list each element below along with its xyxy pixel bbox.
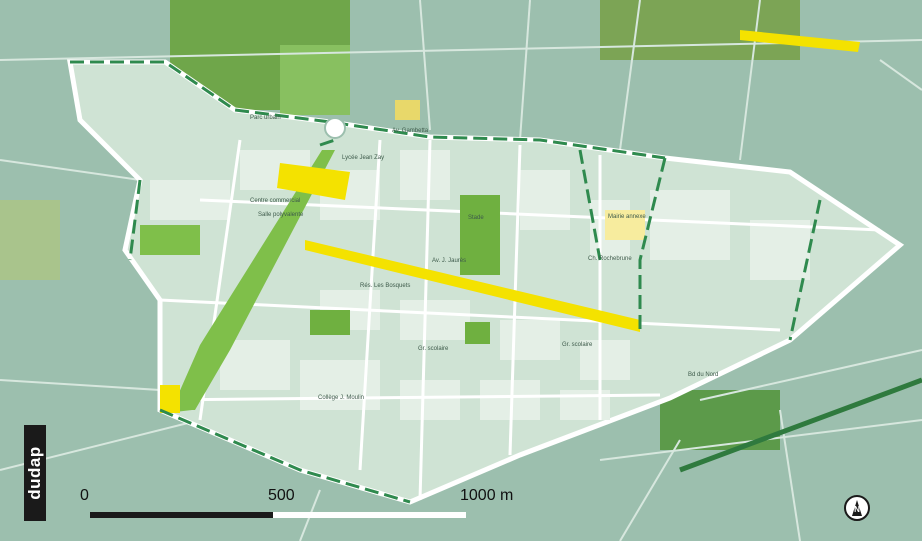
highlight-avenue: [305, 240, 640, 332]
park-central: [460, 195, 500, 275]
park-west-inner: [140, 225, 200, 255]
park-small-1: [310, 310, 350, 335]
roundabout: [324, 117, 346, 139]
map-label-college: Collège J. Moulin: [318, 395, 365, 401]
scale-label-1000: 1000 m: [460, 487, 514, 504]
green-boulevard: [175, 150, 335, 412]
map-label-lycee: Lycée Jean Zay: [342, 155, 385, 161]
scale-label-zero: 0: [80, 487, 89, 504]
cycle-lanes: [70, 60, 822, 504]
map-label-stade: Stade: [468, 215, 484, 221]
map-label-boulevard: Bd du Nord: [688, 372, 719, 378]
map-label-residence: Rés. Les Bosquets: [360, 283, 411, 289]
logo-text: dudap: [25, 446, 44, 500]
highlight-block: [277, 163, 350, 200]
map-label-salle: Salle polyvalente: [258, 212, 304, 218]
map-label-parc: Parc urbain: [250, 115, 281, 121]
park-west: [0, 200, 60, 280]
north-arrow-shape: [852, 500, 862, 516]
highlight-block-east: [605, 210, 645, 240]
park-small-2: [465, 322, 490, 344]
map-label-centre: Centre commercial: [250, 198, 301, 204]
north-letter: N: [854, 505, 860, 514]
north-arrow-icon: N: [844, 495, 870, 521]
scale-label-500: 500: [268, 487, 295, 504]
highlight-north: [740, 30, 860, 52]
park-north-east: [600, 0, 800, 60]
highlight-south-west: [160, 385, 180, 413]
map-label-avenue-north: Av. Gambetta: [392, 128, 429, 134]
map-label-groupe-2: Gr. scolaire: [562, 342, 593, 348]
east-rail-line: [679, 377, 922, 473]
map-label-mairie: Mairie annexe: [608, 214, 646, 220]
district-roads: [159, 139, 881, 501]
scale-bar-segment-light: [273, 512, 466, 518]
map-label-chemin: Ch. Rochebrune: [588, 256, 632, 262]
map-label-avenue-center: Av. J. Jaurès: [432, 258, 467, 264]
park-north-2: [280, 45, 350, 115]
highlight-block-north: [395, 100, 420, 120]
map-label-groupe-1: Gr. scolaire: [418, 346, 449, 352]
dudap-logo: dudap: [24, 425, 46, 521]
scale-bar-segment-dark: [90, 512, 273, 518]
